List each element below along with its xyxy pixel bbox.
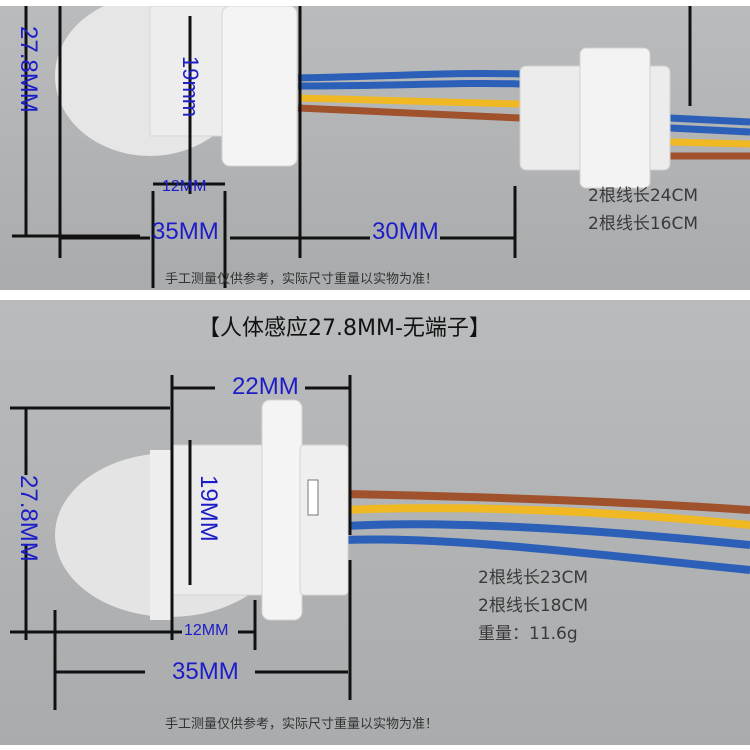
- total-length-label: 35MM: [152, 218, 219, 245]
- wire-notes: 2根线长23CM 2根线长18CM 重量：11.6g: [478, 564, 588, 648]
- weight-note: 重量：11.6g: [478, 624, 578, 644]
- bottom-product-drawing: [10, 375, 750, 710]
- wire-note: 2根线长23CM: [478, 568, 588, 588]
- disclaimer: 手工测量仅供参考，实际尺寸重量以实物为准！: [165, 272, 439, 287]
- wires-left: [297, 69, 521, 122]
- wire-note: 2根线长16CM: [588, 214, 698, 234]
- total-length-label: 35MM: [172, 658, 239, 685]
- height-dimension-label: 27.8MM: [15, 26, 42, 113]
- wire-note: 2根线长24CM: [588, 186, 698, 206]
- thread-diameter-label: 19mm: [178, 56, 203, 118]
- thread-length-label: 12MM: [162, 178, 207, 195]
- top-product-panel: 27.8MM 19mm 12MM 35MM 30MM 2根线长24CM 2根线长…: [0, 6, 750, 290]
- wire-notes: 2根线长24CM 2根线长16CM: [588, 182, 698, 238]
- thread-diameter-label: 19MM: [195, 475, 222, 542]
- bottom-product-panel: 【人体感应27.8MM-无端子】 22MM 27.8MM 19MM 12MM 3…: [0, 300, 750, 745]
- height-dimension-label: 27.8MM: [15, 475, 42, 562]
- dimension-lines: [10, 375, 352, 710]
- flange: [261, 399, 303, 621]
- top-product-drawing: [12, 6, 750, 288]
- wire-note: 2根线长18CM: [478, 596, 588, 616]
- wires-right: [669, 114, 750, 160]
- wire-length-label: 30MM: [372, 218, 439, 245]
- dimension-lines: [12, 6, 692, 288]
- product-title: 【人体感应27.8MM-无端子】: [198, 316, 491, 341]
- body: [299, 444, 349, 596]
- disclaimer: 手工测量仅供参考，实际尺寸重量以实物为准！: [165, 717, 439, 732]
- flange-width-label: 22MM: [232, 373, 299, 400]
- flange: [221, 6, 298, 167]
- thread-length-label: 12MM: [184, 622, 229, 639]
- wires: [344, 490, 750, 574]
